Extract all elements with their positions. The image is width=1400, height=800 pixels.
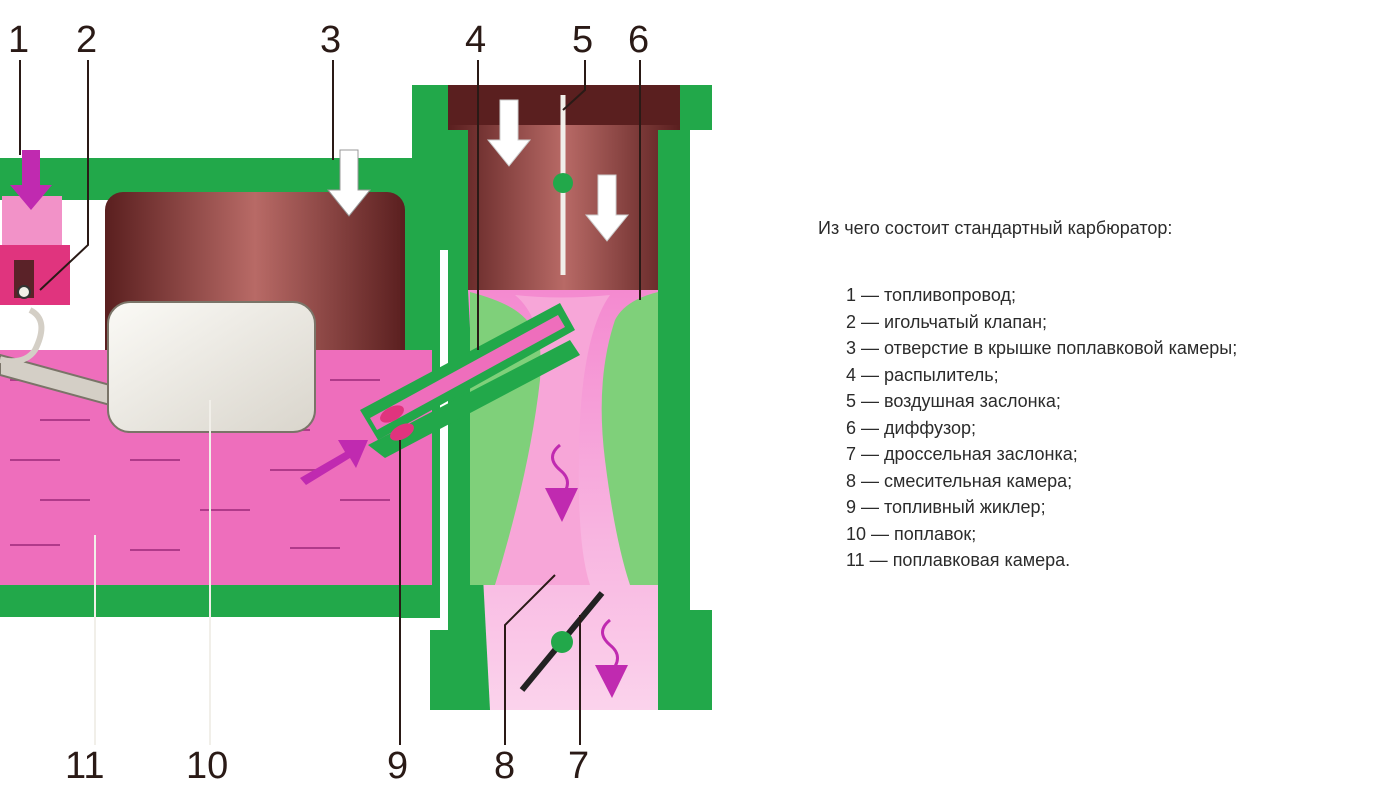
legend-item: 5 — воздушная заслонка;: [846, 391, 1061, 411]
air-arrow-icon: [326, 149, 372, 217]
callout-6: 6: [628, 19, 649, 61]
callout-11: 11: [65, 745, 104, 787]
legend-item: 4 — распылитель;: [846, 364, 999, 385]
callout-3: 3: [320, 19, 341, 61]
fuel-arrow-icon: [10, 150, 52, 210]
sprayer-tube: [360, 303, 580, 458]
legend-title: Из чего состоит стандартный карбюратор:: [818, 218, 1173, 238]
legend-list: 1 — топливопровод; 2 — игольчатый клапан…: [818, 282, 1237, 574]
carburetor-diagram: 1 2 3 4 5 6 7 8 9 10 11: [0, 19, 712, 787]
callout-7: 7: [568, 745, 589, 787]
legend-item: 10 — поплавок;: [846, 523, 977, 544]
legend-item: 11 — поплавковая камера.: [846, 550, 1071, 570]
legend-item: 9 — топливный жиклер;: [846, 497, 1046, 517]
callout-8: 8: [494, 745, 515, 787]
callout-5: 5: [572, 19, 593, 61]
float-hook: [0, 307, 45, 365]
callout-9: 9: [387, 745, 408, 787]
air-arrow-icon: [584, 174, 630, 242]
fuel-jet: [380, 405, 414, 441]
callout-10: 10: [186, 745, 228, 787]
legend-item: 1 — топливопровод;: [846, 285, 1016, 305]
legend-item: 6 — диффузор;: [846, 417, 977, 438]
legend-item: 8 — смесительная камера;: [846, 470, 1073, 491]
air-arrow-icon: [486, 99, 532, 167]
legend-item: 7 — дроссельная заслонка;: [846, 444, 1078, 464]
diffuser-right: [601, 292, 658, 585]
callout-1: 1: [8, 19, 29, 61]
float: [107, 301, 316, 433]
legend: Из чего состоит стандартный карбюратор: …: [818, 218, 1237, 574]
callout-2: 2: [76, 19, 97, 61]
fuel-arrow-icon: [300, 440, 368, 485]
needle-valve: [0, 196, 70, 305]
legend-item: 2 — игольчатый клапан;: [846, 311, 1048, 332]
legend-item: 3 — отверстие в крышке поплавковой камер…: [846, 338, 1238, 358]
callout-4: 4: [465, 19, 486, 61]
